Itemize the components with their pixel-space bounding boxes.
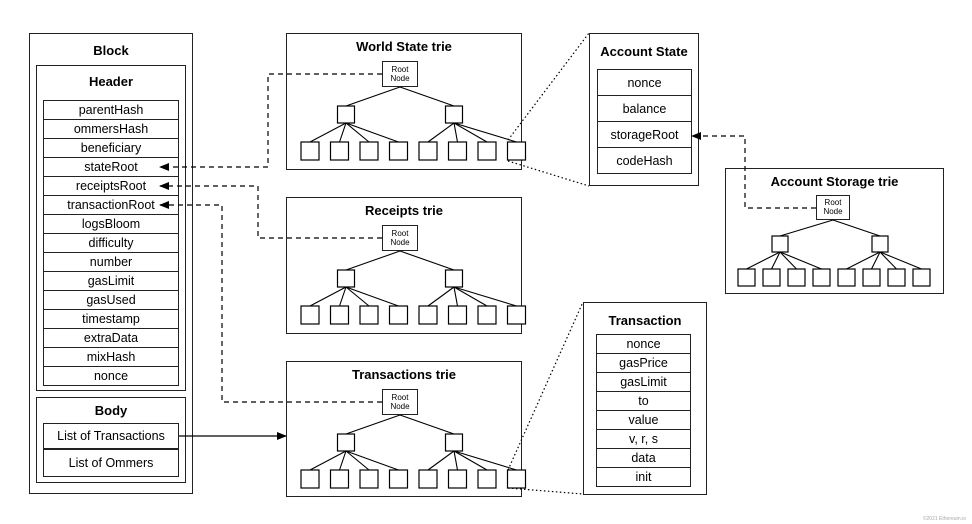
header-title: Header xyxy=(88,74,134,89)
body-item-list-of-transactions[interactable]: List of Transactions xyxy=(43,423,179,449)
account-state-field-codehash[interactable]: codeHash xyxy=(597,147,692,174)
transaction-field-v-r-s[interactable]: v, r, s xyxy=(596,429,691,449)
header-field-transactionroot[interactable]: transactionRoot xyxy=(43,195,179,215)
transaction-field-to[interactable]: to xyxy=(596,391,691,411)
header-field-mixhash[interactable]: mixHash xyxy=(43,347,179,367)
transaction-field-nonce[interactable]: nonce xyxy=(596,334,691,354)
transactions-trie-title: Transactions trie xyxy=(351,367,457,382)
account-state-field-balance[interactable]: balance xyxy=(597,95,692,122)
world-state-trie: World State trie xyxy=(286,33,522,170)
account-state-title: Account State xyxy=(600,44,688,59)
account-state-field-nonce[interactable]: nonce xyxy=(597,69,692,96)
block-title: Block xyxy=(93,43,129,58)
world-state-trie-title: World State trie xyxy=(356,39,452,54)
transaction-field-data[interactable]: data xyxy=(596,448,691,468)
header-field-extradata[interactable]: extraData xyxy=(43,328,179,348)
header-field-difficulty[interactable]: difficulty xyxy=(43,233,179,253)
transaction-field-gaslimit[interactable]: gasLimit xyxy=(596,372,691,392)
transaction-field-value[interactable]: value xyxy=(596,410,691,430)
header-field-stateroot[interactable]: stateRoot xyxy=(43,157,179,177)
receipts-trie: Receipts trie xyxy=(286,197,522,334)
header-field-beneficiary[interactable]: beneficiary xyxy=(43,138,179,158)
header-field-number[interactable]: number xyxy=(43,252,179,272)
header-field-gaslimit[interactable]: gasLimit xyxy=(43,271,179,291)
account-storage-trie-title: Account Storage trie xyxy=(770,174,899,189)
header-field-nonce[interactable]: nonce xyxy=(43,366,179,386)
watermark: ©2021 Ethereum.io xyxy=(922,516,966,522)
body-item-list-of-ommers[interactable]: List of Ommers xyxy=(43,449,179,477)
transaction-title: Transaction xyxy=(608,313,682,328)
body-title: Body xyxy=(94,403,128,418)
transaction-field-init[interactable]: init xyxy=(596,467,691,487)
account-storage-trie: Account Storage trie xyxy=(725,168,944,294)
header-field-timestamp[interactable]: timestamp xyxy=(43,309,179,329)
header-field-gasused[interactable]: gasUsed xyxy=(43,290,179,310)
header-field-logsbloom[interactable]: logsBloom xyxy=(43,214,179,234)
transactions-trie: Transactions trie xyxy=(286,361,522,497)
account-state-field-storageroot[interactable]: storageRoot xyxy=(597,121,692,148)
transaction-field-gasprice[interactable]: gasPrice xyxy=(596,353,691,373)
header-field-parenthash[interactable]: parentHash xyxy=(43,100,179,120)
header-field-ommershash[interactable]: ommersHash xyxy=(43,119,179,139)
receipts-trie-title: Receipts trie xyxy=(364,203,444,218)
header-field-receiptsroot[interactable]: receiptsRoot xyxy=(43,176,179,196)
